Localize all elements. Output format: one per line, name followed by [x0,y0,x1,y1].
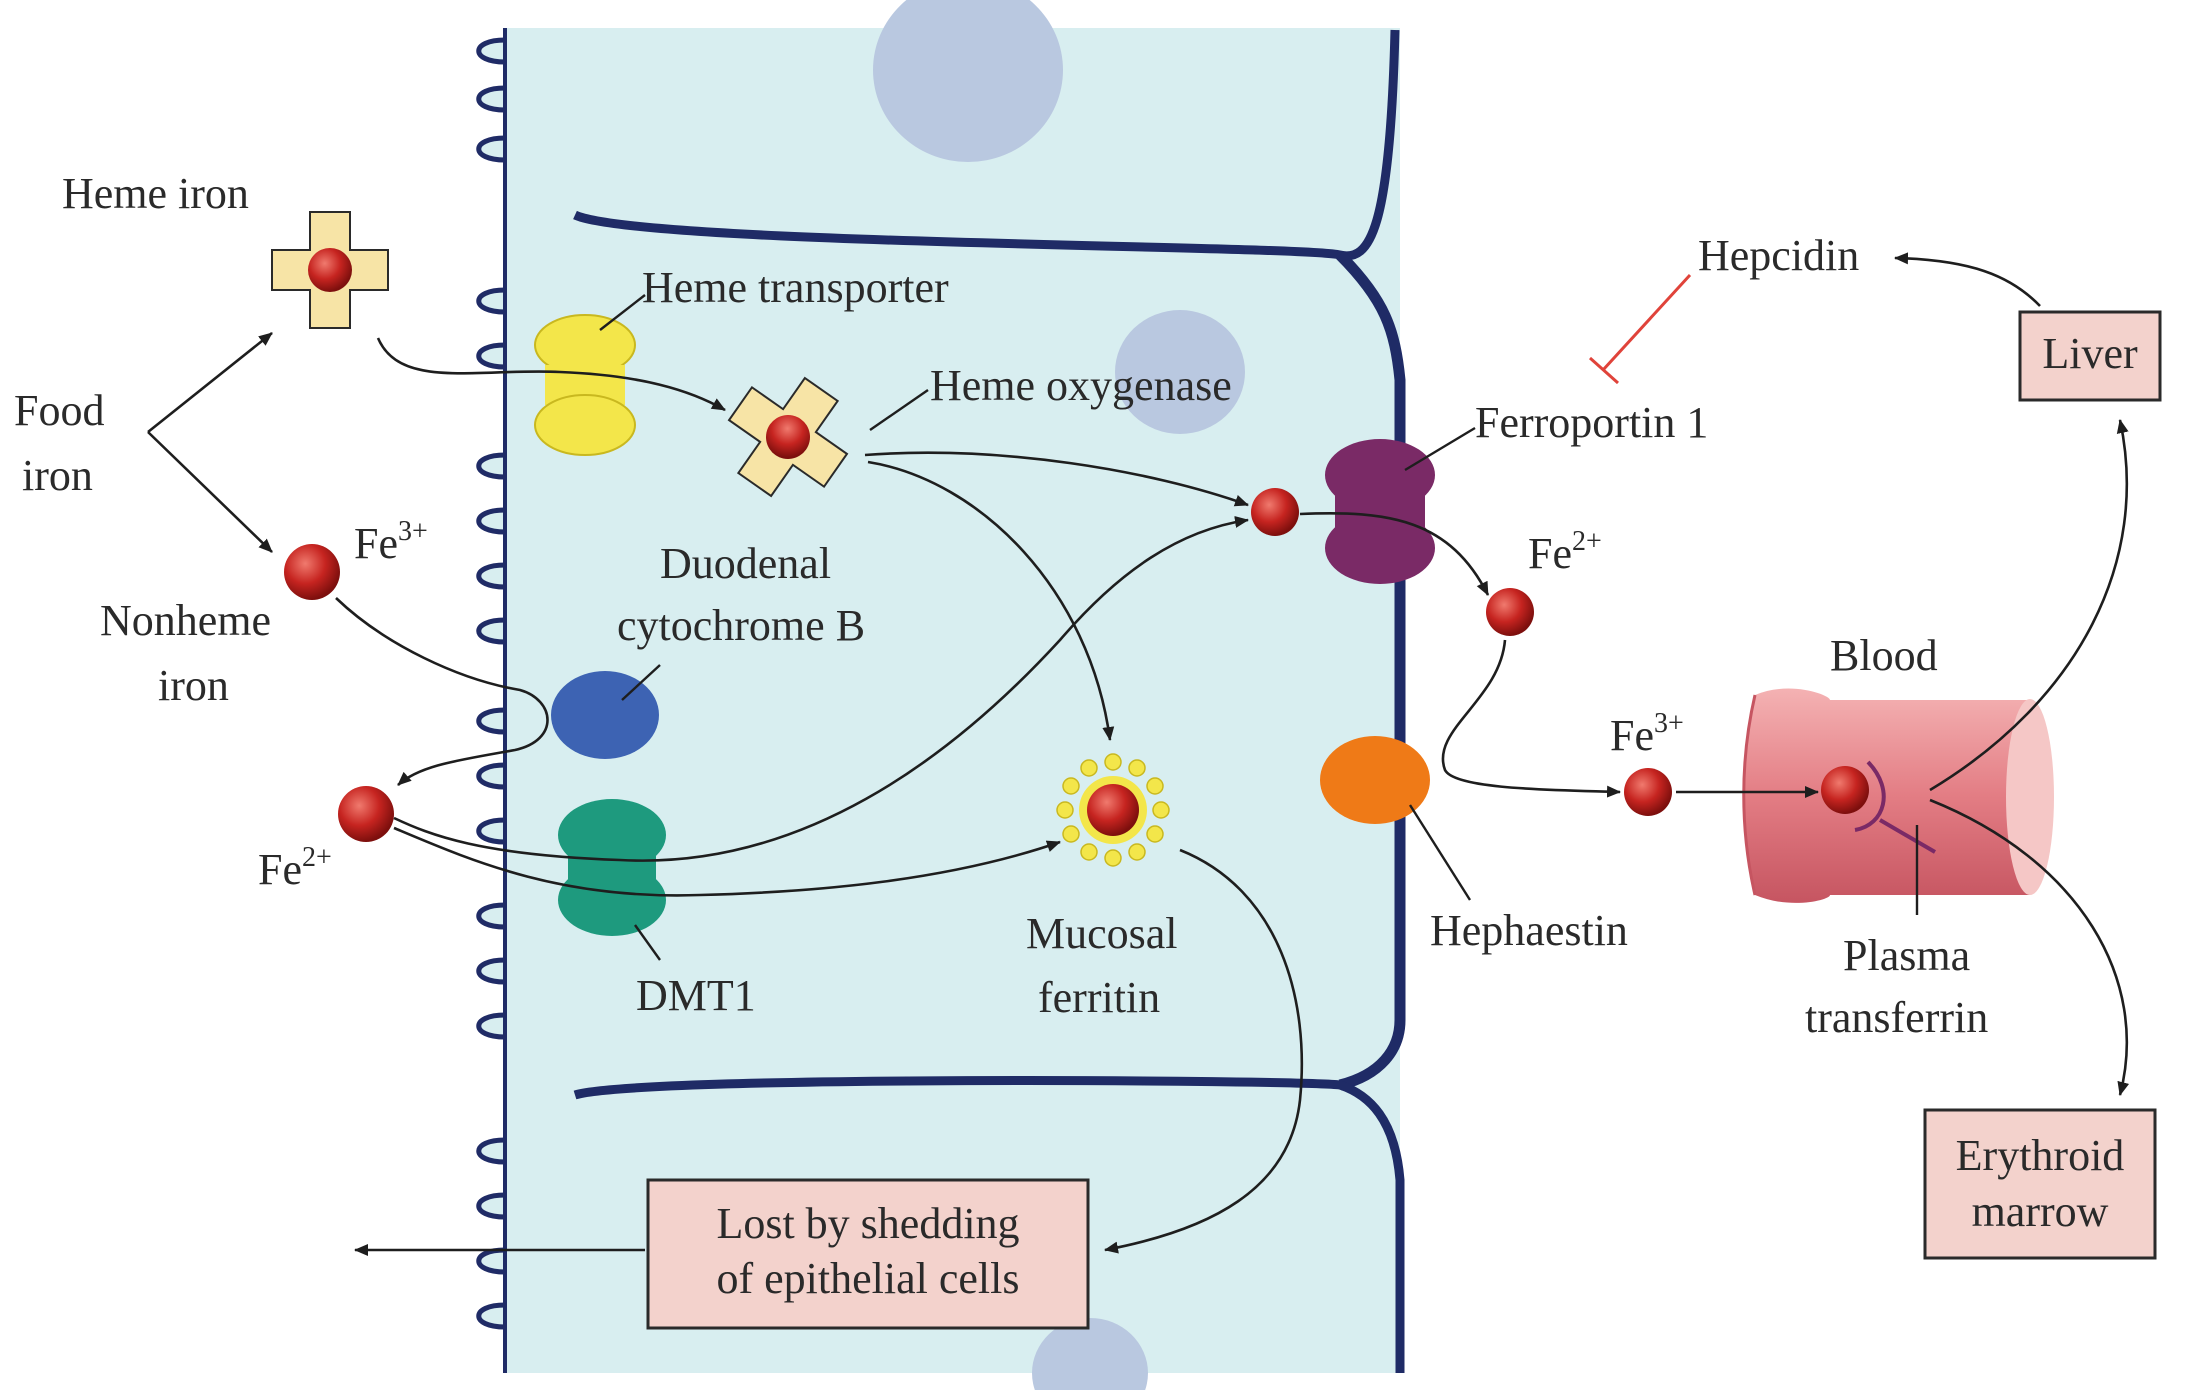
transferrin-arc [1854,760,1886,832]
heme-transporter-label: Heme transporter [642,263,949,312]
iron-fe3-plasma [1624,768,1672,816]
food-iron-label-1: Food [14,386,104,435]
heme-cross-intracellular [727,376,849,498]
arrow-pool-through-ferroportin [1299,511,1490,596]
blood-label: Blood [1830,631,1938,680]
liver-box: Liver [2018,310,2162,402]
dmt1-protein [558,799,666,936]
label-leaders [599,294,1919,961]
blood-vessel [1742,688,2054,903]
arrow-fe3-to-fe2 [335,597,549,786]
iron-fe2-exported [1486,588,1534,636]
ferroportin-protein [1325,439,1435,584]
duodenal-cytochrome-protein [551,671,659,759]
iron-intracellular-pool [1251,488,1299,536]
nucleus-middle [1115,310,1245,434]
arrow-fe2-to-fe3 [1441,639,1621,798]
hepcidin-inhibition [1589,273,1692,385]
food-iron-label-2: iron [22,451,93,500]
iron-fe3-nonheme [284,544,340,600]
nonheme-iron-label-2: iron [158,661,229,710]
hepcidin-label: Hepcidin [1698,231,1859,280]
mucosal-ferritin-label-2: ferritin [1038,973,1160,1022]
iron-transferrin-bound [1821,766,1869,814]
arrow-fe2-to-pool [393,515,1249,862]
labels: Heme iron Food iron Nonheme iron Heme tr… [14,169,1988,1042]
fe2-label-apical: Fe2+ [258,842,332,894]
nucleus-bottom [1032,1318,1148,1390]
lost-label-2: of epithelial cells [717,1254,1020,1303]
mucosal-ferritin-particle [1056,753,1170,867]
duodenal-cytochrome-label-2: cytochrome B [617,601,865,650]
mucosal-ferritin-label-1: Mucosal [1026,909,1178,958]
transferrin-tail [1878,818,1937,854]
heme-oxygenase-label: Heme oxygenase [930,361,1232,410]
basolateral-membrane [1336,251,1406,1091]
arrow-liver-to-hepcidin [1894,252,2041,307]
pathway-arrows [147,252,2130,1256]
nonheme-iron-label-1: Nonheme [100,596,271,645]
fe3-label-plasma: Fe3+ [1610,708,1684,760]
hephaestin-protein [1320,736,1430,824]
junction-top [573,29,1400,261]
fe3-label-nonheme: Fe3+ [354,516,428,568]
arrow-ferritin-to-shedding [1104,848,1304,1254]
heme-transporter-protein [534,314,636,456]
arrow-food-to-heme [147,331,273,434]
arrow-heme-to-ferritin [867,460,1115,741]
arrow-blood-to-liver [1929,419,2129,792]
junction-bottom [573,1076,1405,1373]
heme-cross-food [271,211,389,329]
ferroportin-label: Ferroportin 1 [1475,398,1708,447]
arrow-blood-to-marrow [1929,798,2130,1096]
dmt1-label: DMT1 [636,971,756,1020]
liver-label: Liver [2042,329,2138,378]
microvilli [476,37,506,1330]
hephaestin-label: Hephaestin [1430,906,1628,955]
duodenal-cytochrome-label-1: Duodenal [660,539,831,588]
fe2-label-exported: Fe2+ [1528,526,1602,578]
erythroid-label-1: Erythroid [1956,1131,2125,1180]
erythroid-marrow-box: Erythroid marrow [1923,1108,2157,1260]
plasma-transferrin-label-2: transferrin [1805,993,1988,1042]
lost-label-1: Lost by shedding [716,1199,1019,1248]
heme-iron-label: Heme iron [62,169,249,218]
iron-fe2-apical [338,786,394,842]
erythroid-label-2: marrow [1972,1187,2109,1236]
arrow-food-to-nonheme [147,431,273,553]
arrow-heme-to-pool [864,451,1249,507]
arrow-heme-to-cell [376,337,726,412]
lost-by-shedding-box: Lost by shedding of epithelial cells [646,1178,1090,1330]
plasma-transferrin-label-1: Plasma [1843,931,1970,980]
nucleus-top [873,0,1063,162]
arrow-fe2-to-ferritin [393,826,1061,897]
